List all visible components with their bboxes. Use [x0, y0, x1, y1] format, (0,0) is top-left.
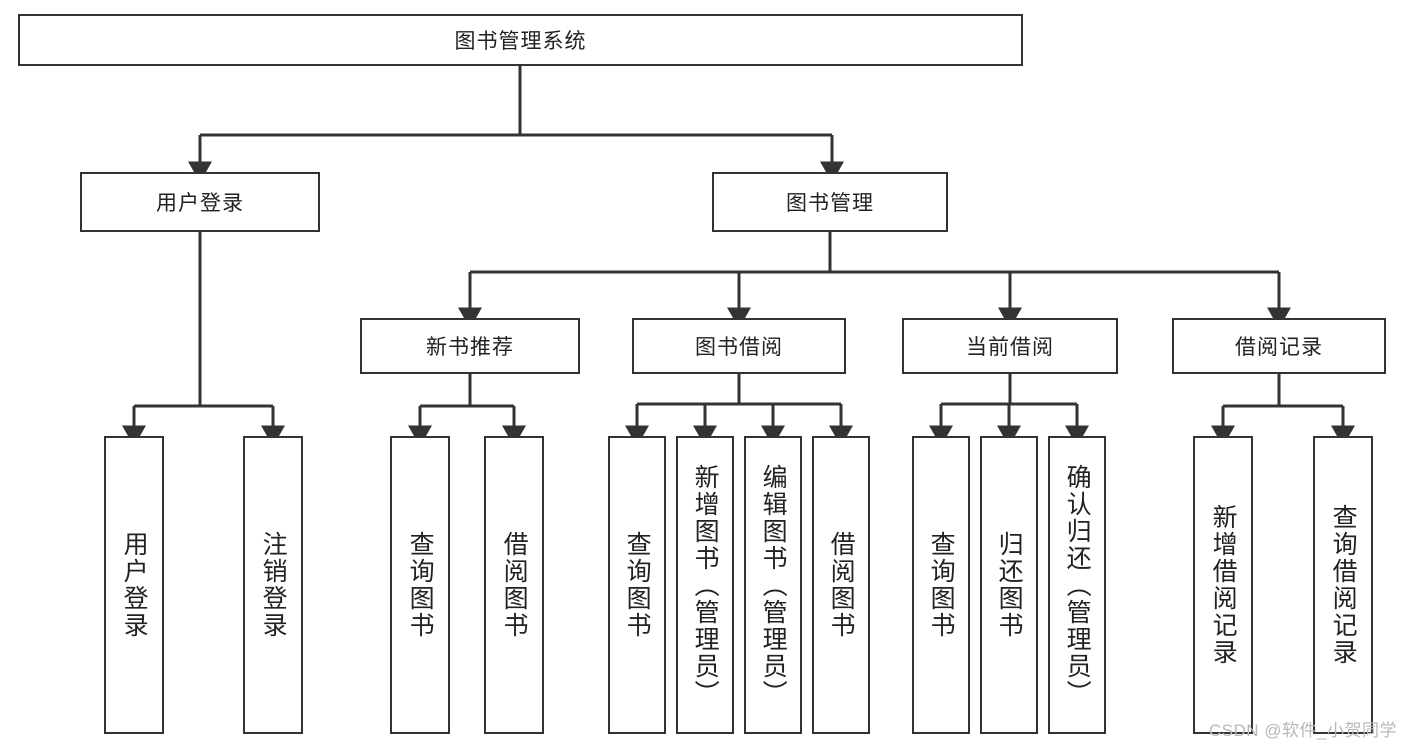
node-leaf-add-borrow-record-label: 新增借阅记录 [1209, 504, 1238, 666]
node-new-book-recommend[interactable]: 新书推荐 [360, 318, 580, 374]
node-leaf-user-login[interactable]: 用户登录 [104, 436, 164, 734]
node-leaf-add-borrow-record[interactable]: 新增借阅记录 [1193, 436, 1253, 734]
node-leaf-confirm-return-admin[interactable]: 确认归还（管理员） [1048, 436, 1106, 734]
node-leaf-query-book-c-label: 查询图书 [927, 531, 956, 639]
node-leaf-return-book-label: 归还图书 [995, 531, 1024, 639]
node-new-book-recommend-label: 新书推荐 [426, 336, 514, 359]
node-leaf-query-book-b-label: 查询图书 [623, 531, 652, 639]
node-borrow-record[interactable]: 借阅记录 [1172, 318, 1386, 374]
node-book-borrow[interactable]: 图书借阅 [632, 318, 846, 374]
node-leaf-query-borrow-record-label: 查询借阅记录 [1329, 504, 1358, 666]
node-book-borrow-label: 图书借阅 [695, 336, 783, 359]
node-current-borrow[interactable]: 当前借阅 [902, 318, 1118, 374]
node-leaf-borrow-book-b-label: 借阅图书 [827, 531, 856, 639]
node-current-borrow-label: 当前借阅 [966, 336, 1054, 359]
node-leaf-borrow-book-a[interactable]: 借阅图书 [484, 436, 544, 734]
node-user-login[interactable]: 用户登录 [80, 172, 320, 232]
node-leaf-query-book-a-label: 查询图书 [406, 531, 435, 639]
node-leaf-query-book-a[interactable]: 查询图书 [390, 436, 450, 734]
node-leaf-query-borrow-record[interactable]: 查询借阅记录 [1313, 436, 1373, 734]
node-leaf-query-book-b[interactable]: 查询图书 [608, 436, 666, 734]
node-user-login-label: 用户登录 [156, 192, 244, 215]
node-leaf-confirm-return-admin-label: 确认归还（管理员） [1063, 463, 1092, 707]
node-leaf-borrow-book-a-label: 借阅图书 [500, 531, 529, 639]
watermark: CSDN @软件_小贺同学 [1208, 721, 1397, 740]
node-root[interactable]: 图书管理系统 [18, 14, 1023, 66]
node-root-label: 图书管理系统 [454, 30, 587, 53]
node-borrow-record-label: 借阅记录 [1235, 336, 1323, 359]
node-leaf-add-book-admin-label: 新增图书（管理员） [691, 463, 720, 707]
node-leaf-borrow-book-b[interactable]: 借阅图书 [812, 436, 870, 734]
node-leaf-logout-login[interactable]: 注销登录 [243, 436, 303, 734]
node-leaf-edit-book-admin[interactable]: 编辑图书（管理员） [744, 436, 802, 734]
node-book-manage-label: 图书管理 [786, 192, 874, 215]
node-leaf-edit-book-admin-label: 编辑图书（管理员） [759, 463, 788, 707]
node-leaf-return-book[interactable]: 归还图书 [980, 436, 1038, 734]
node-book-manage[interactable]: 图书管理 [712, 172, 948, 232]
node-leaf-logout-login-label: 注销登录 [259, 531, 288, 639]
node-leaf-add-book-admin[interactable]: 新增图书（管理员） [676, 436, 734, 734]
node-leaf-user-login-label: 用户登录 [120, 531, 149, 639]
node-leaf-query-book-c[interactable]: 查询图书 [912, 436, 970, 734]
